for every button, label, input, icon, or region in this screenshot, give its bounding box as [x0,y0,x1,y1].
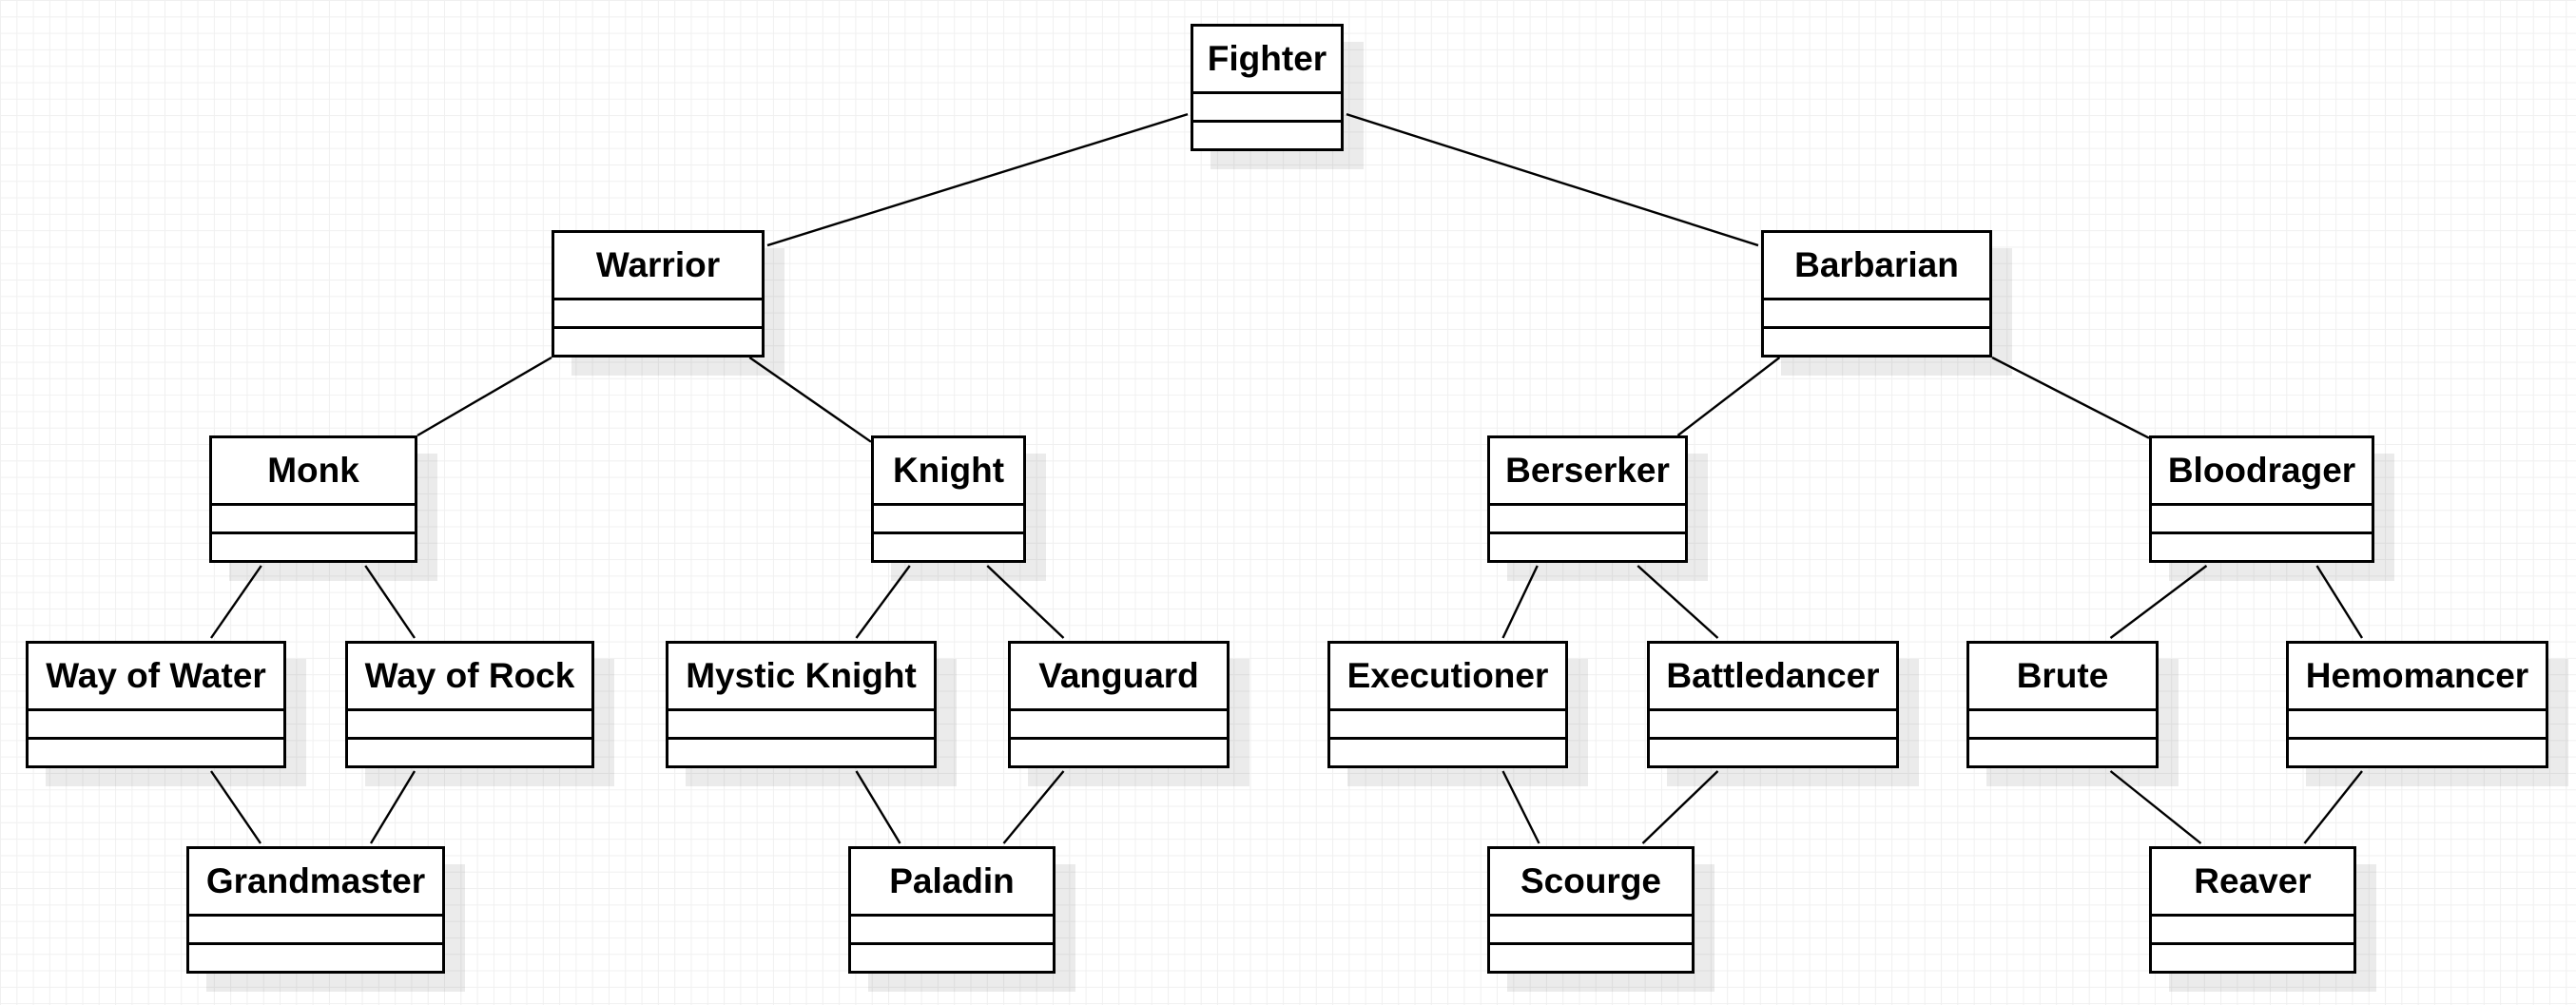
class-name: Knight [874,438,1023,506]
class-attributes-compartment [2289,711,2546,740]
class-attributes-compartment [1650,711,1896,740]
class-box-executioner[interactable]: Executioner [1327,641,1568,768]
class-attributes-compartment [2152,917,2353,945]
class-methods-compartment [554,329,762,355]
class-box-scourge[interactable]: Scourge [1487,846,1695,974]
class-box-bloodrager[interactable]: Bloodrager [2149,435,2374,563]
class-name: Fighter [1193,27,1341,94]
class-attributes-compartment [1193,94,1341,123]
class-name: Battledancer [1650,644,1896,711]
class-box-monk[interactable]: Monk [209,435,417,563]
class-box-paladin[interactable]: Paladin [848,846,1056,974]
class-name: Scourge [1490,849,1692,917]
class-attributes-compartment [851,917,1053,945]
class-box-mystic-knight[interactable]: Mystic Knight [666,641,937,768]
class-box-barbarian[interactable]: Barbarian [1761,230,1992,358]
class-methods-compartment [1764,329,1989,355]
class-box-hemomancer[interactable]: Hemomancer [2286,641,2548,768]
link-warrior-monk [416,356,552,437]
class-attributes-compartment [554,300,762,329]
class-attributes-compartment [2152,506,2372,534]
class-box-knight[interactable]: Knight [871,435,1026,563]
link-fighter-warrior [766,112,1189,247]
class-name: Monk [212,438,415,506]
link-executioner-scourge [1501,770,1540,844]
link-knight-mystic-knight [855,565,911,639]
class-box-fighter[interactable]: Fighter [1191,24,1344,151]
link-way-of-rock-grandmaster [369,770,416,844]
class-box-berserker[interactable]: Berserker [1487,435,1688,563]
link-bloodrager-brute [2109,565,2208,639]
class-name: Vanguard [1011,644,1227,711]
class-methods-compartment [348,740,591,765]
class-attributes-compartment [1490,506,1685,534]
class-box-way-of-water[interactable]: Way of Water [26,641,286,768]
class-attributes-compartment [1764,300,1989,329]
class-methods-compartment [874,534,1023,560]
link-berserker-executioner [1501,565,1539,639]
link-monk-way-of-water [210,565,262,639]
class-methods-compartment [2289,740,2546,765]
class-methods-compartment [29,740,283,765]
class-attributes-compartment [212,506,415,534]
class-methods-compartment [1490,534,1685,560]
class-name: Way of Water [29,644,283,711]
class-name: Executioner [1330,644,1565,711]
class-methods-compartment [1011,740,1227,765]
class-attributes-compartment [1490,917,1692,945]
link-barbarian-berserker [1676,357,1781,436]
class-name: Bloodrager [2152,438,2372,506]
class-attributes-compartment [668,711,934,740]
class-name: Barbarian [1764,233,1989,300]
class-attributes-compartment [874,506,1023,534]
class-box-warrior[interactable]: Warrior [552,230,765,358]
class-name: Grandmaster [189,849,442,917]
class-box-battledancer[interactable]: Battledancer [1647,641,1899,768]
link-vanguard-paladin [1002,770,1065,844]
class-name: Warrior [554,233,762,300]
link-brute-reaver [2109,770,2202,844]
link-barbarian-bloodrager [1991,356,2150,439]
link-way-of-water-grandmaster [210,770,261,844]
link-hemomancer-reaver [2303,770,2363,844]
link-fighter-barbarian [1346,112,1759,247]
link-warrior-knight [748,357,872,443]
class-methods-compartment [1330,740,1565,765]
link-battledancer-scourge [1641,770,1719,844]
link-bloodrager-hemomancer [2315,565,2364,639]
class-methods-compartment [189,945,442,971]
class-methods-compartment [212,534,415,560]
class-attributes-compartment [1330,711,1565,740]
class-box-vanguard[interactable]: Vanguard [1008,641,1230,768]
class-methods-compartment [2152,534,2372,560]
class-name: Mystic Knight [668,644,934,711]
class-methods-compartment [2152,945,2353,971]
class-methods-compartment [1490,945,1692,971]
class-methods-compartment [1193,123,1341,148]
class-name: Berserker [1490,438,1685,506]
class-box-reaver[interactable]: Reaver [2149,846,2356,974]
class-methods-compartment [1969,740,2156,765]
class-attributes-compartment [1011,711,1227,740]
class-name: Hemomancer [2289,644,2546,711]
class-methods-compartment [668,740,934,765]
link-berserker-battledancer [1637,565,1719,639]
class-attributes-compartment [1969,711,2156,740]
class-name: Way of Rock [348,644,591,711]
class-attributes-compartment [348,711,591,740]
link-monk-way-of-rock [364,565,416,639]
class-name: Brute [1969,644,2156,711]
class-methods-compartment [851,945,1053,971]
class-name: Reaver [2152,849,2353,917]
class-methods-compartment [1650,740,1896,765]
class-box-brute[interactable]: Brute [1966,641,2159,768]
class-box-grandmaster[interactable]: Grandmaster [186,846,445,974]
class-attributes-compartment [29,711,283,740]
link-mystic-knight-paladin [855,770,901,844]
class-box-way-of-rock[interactable]: Way of Rock [345,641,594,768]
class-attributes-compartment [189,917,442,945]
class-name: Paladin [851,849,1053,917]
link-knight-vanguard [986,565,1065,639]
